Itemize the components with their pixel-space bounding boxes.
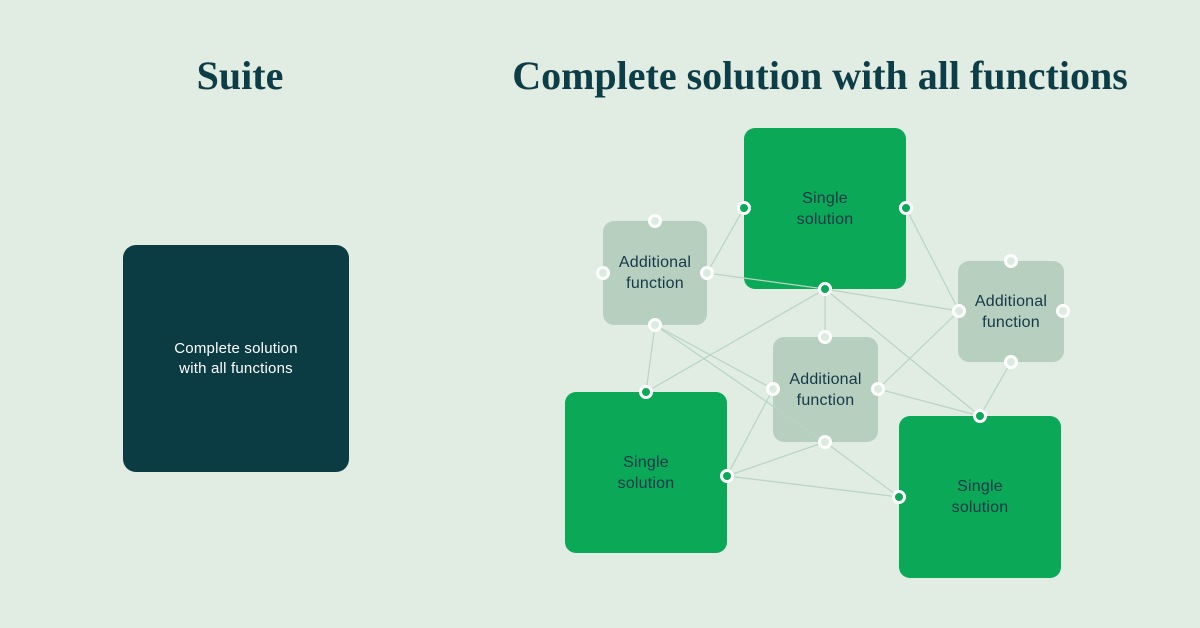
suite-box: Complete solution with all functions [123, 245, 349, 472]
suite-title: Suite [196, 53, 284, 98]
single-solution-bottom-left-box: Single solution [565, 392, 727, 553]
single-solution-bottom-right-label: Single solution [951, 478, 1009, 516]
connector-line [877, 388, 981, 417]
connector-line [654, 324, 774, 390]
connector-line [824, 441, 900, 498]
single-solution-bottom-right-box: Single solution [899, 416, 1061, 578]
connector-line [726, 441, 826, 477]
single-solution-bottom-left-label: Single solution [617, 453, 675, 492]
connector-line [905, 207, 960, 312]
single-solution-top-box: Single solution [744, 128, 906, 289]
additional-function-left-label: Additional function [618, 254, 692, 292]
single-solution-top-label: Single solution [796, 189, 854, 228]
additional-function-right-box: Additional function [958, 261, 1064, 362]
complete-solution-title: Complete solution with all functions [512, 53, 1128, 98]
connector-line [979, 361, 1012, 417]
connector-line [645, 324, 656, 393]
connector-line [824, 288, 960, 312]
additional-function-left-box: Additional function [603, 221, 707, 325]
suite-box-label: Complete solution with all functions [174, 339, 298, 377]
connector-line [706, 207, 745, 274]
additional-function-center-label: Additional function [789, 370, 862, 409]
connector-line [877, 310, 960, 390]
connector-line [726, 388, 774, 477]
additional-function-center-box: Additional function [773, 337, 878, 442]
connector-line [726, 475, 900, 498]
additional-function-right-label: Additional function [974, 292, 1048, 331]
